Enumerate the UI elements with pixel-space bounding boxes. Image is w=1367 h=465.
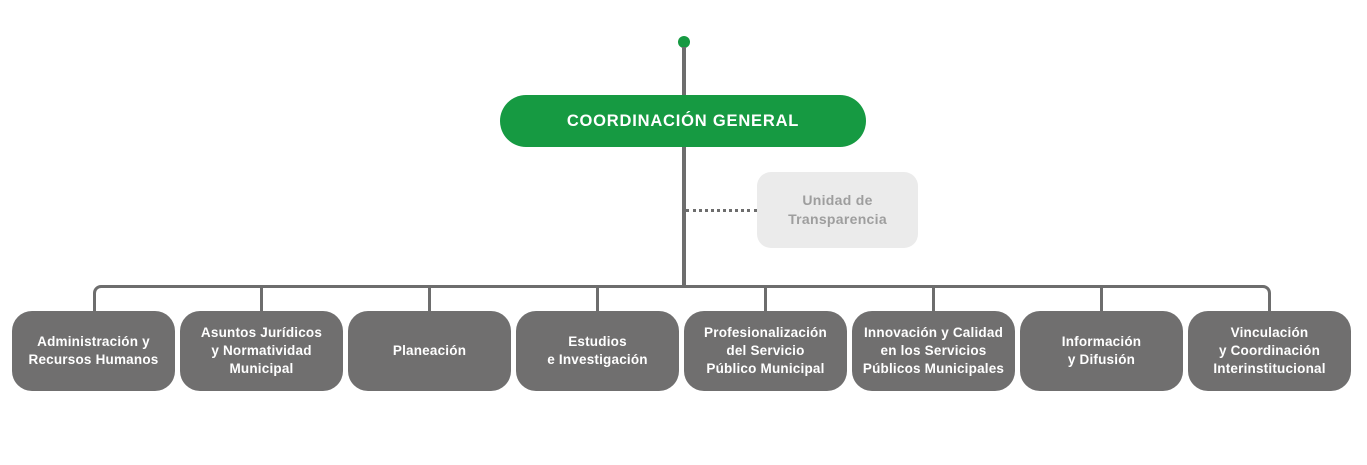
connector-drop-stub	[764, 285, 767, 311]
node-unidad-de-transparencia: Unidad de Transparencia	[757, 172, 918, 248]
department-label: Planeación	[392, 343, 467, 358]
node-vinculacion-coordinacion: Vinculación y Coordinación Interinstituc…	[1188, 311, 1351, 391]
node-profesionalizacion-servicio-publico: Profesionalización del Servicio Público …	[684, 311, 847, 391]
department-label: Administración y Recursos Humanos	[28, 334, 159, 367]
root-anchor-dot	[678, 36, 690, 48]
node-informacion-difusion: Información y Difusión	[1020, 311, 1183, 391]
connector-horizontal-bracket	[93, 285, 1271, 311]
connector-drop-stub	[1100, 285, 1103, 311]
department-label: Estudios e Investigación	[547, 334, 648, 367]
connector-main-vertical-line	[682, 47, 686, 287]
department-label: Profesionalización del Servicio Público …	[704, 325, 827, 376]
department-label: Información y Difusión	[1061, 334, 1142, 367]
connector-drop-stub	[932, 285, 935, 311]
transparency-unit-label: Unidad de Transparencia	[788, 192, 887, 227]
node-estudios-investigacion: Estudios e Investigación	[516, 311, 679, 391]
connector-drop-stub	[260, 285, 263, 311]
node-administracion-recursos-humanos: Administración y Recursos Humanos	[12, 311, 175, 391]
node-planeacion: Planeación	[348, 311, 511, 391]
department-label: Innovación y Calidad en los Servicios Pú…	[862, 325, 1005, 376]
connector-drop-stub	[596, 285, 599, 311]
departments-row: Administración y Recursos Humanos Asunto…	[12, 311, 1351, 391]
department-label: Asuntos Jurídicos y Normatividad Municip…	[200, 325, 323, 376]
department-label: Vinculación y Coordinación Interinstituc…	[1213, 325, 1326, 376]
root-node-coordinacion-general: COORDINACIÓN GENERAL	[500, 95, 866, 147]
connector-drop-stub	[428, 285, 431, 311]
node-innovacion-calidad-servicios: Innovación y Calidad en los Servicios Pú…	[852, 311, 1015, 391]
node-asuntos-juridicos-normatividad: Asuntos Jurídicos y Normatividad Municip…	[180, 311, 343, 391]
root-node-label: COORDINACIÓN GENERAL	[566, 111, 800, 130]
connector-dotted-line-transparency	[686, 209, 757, 212]
